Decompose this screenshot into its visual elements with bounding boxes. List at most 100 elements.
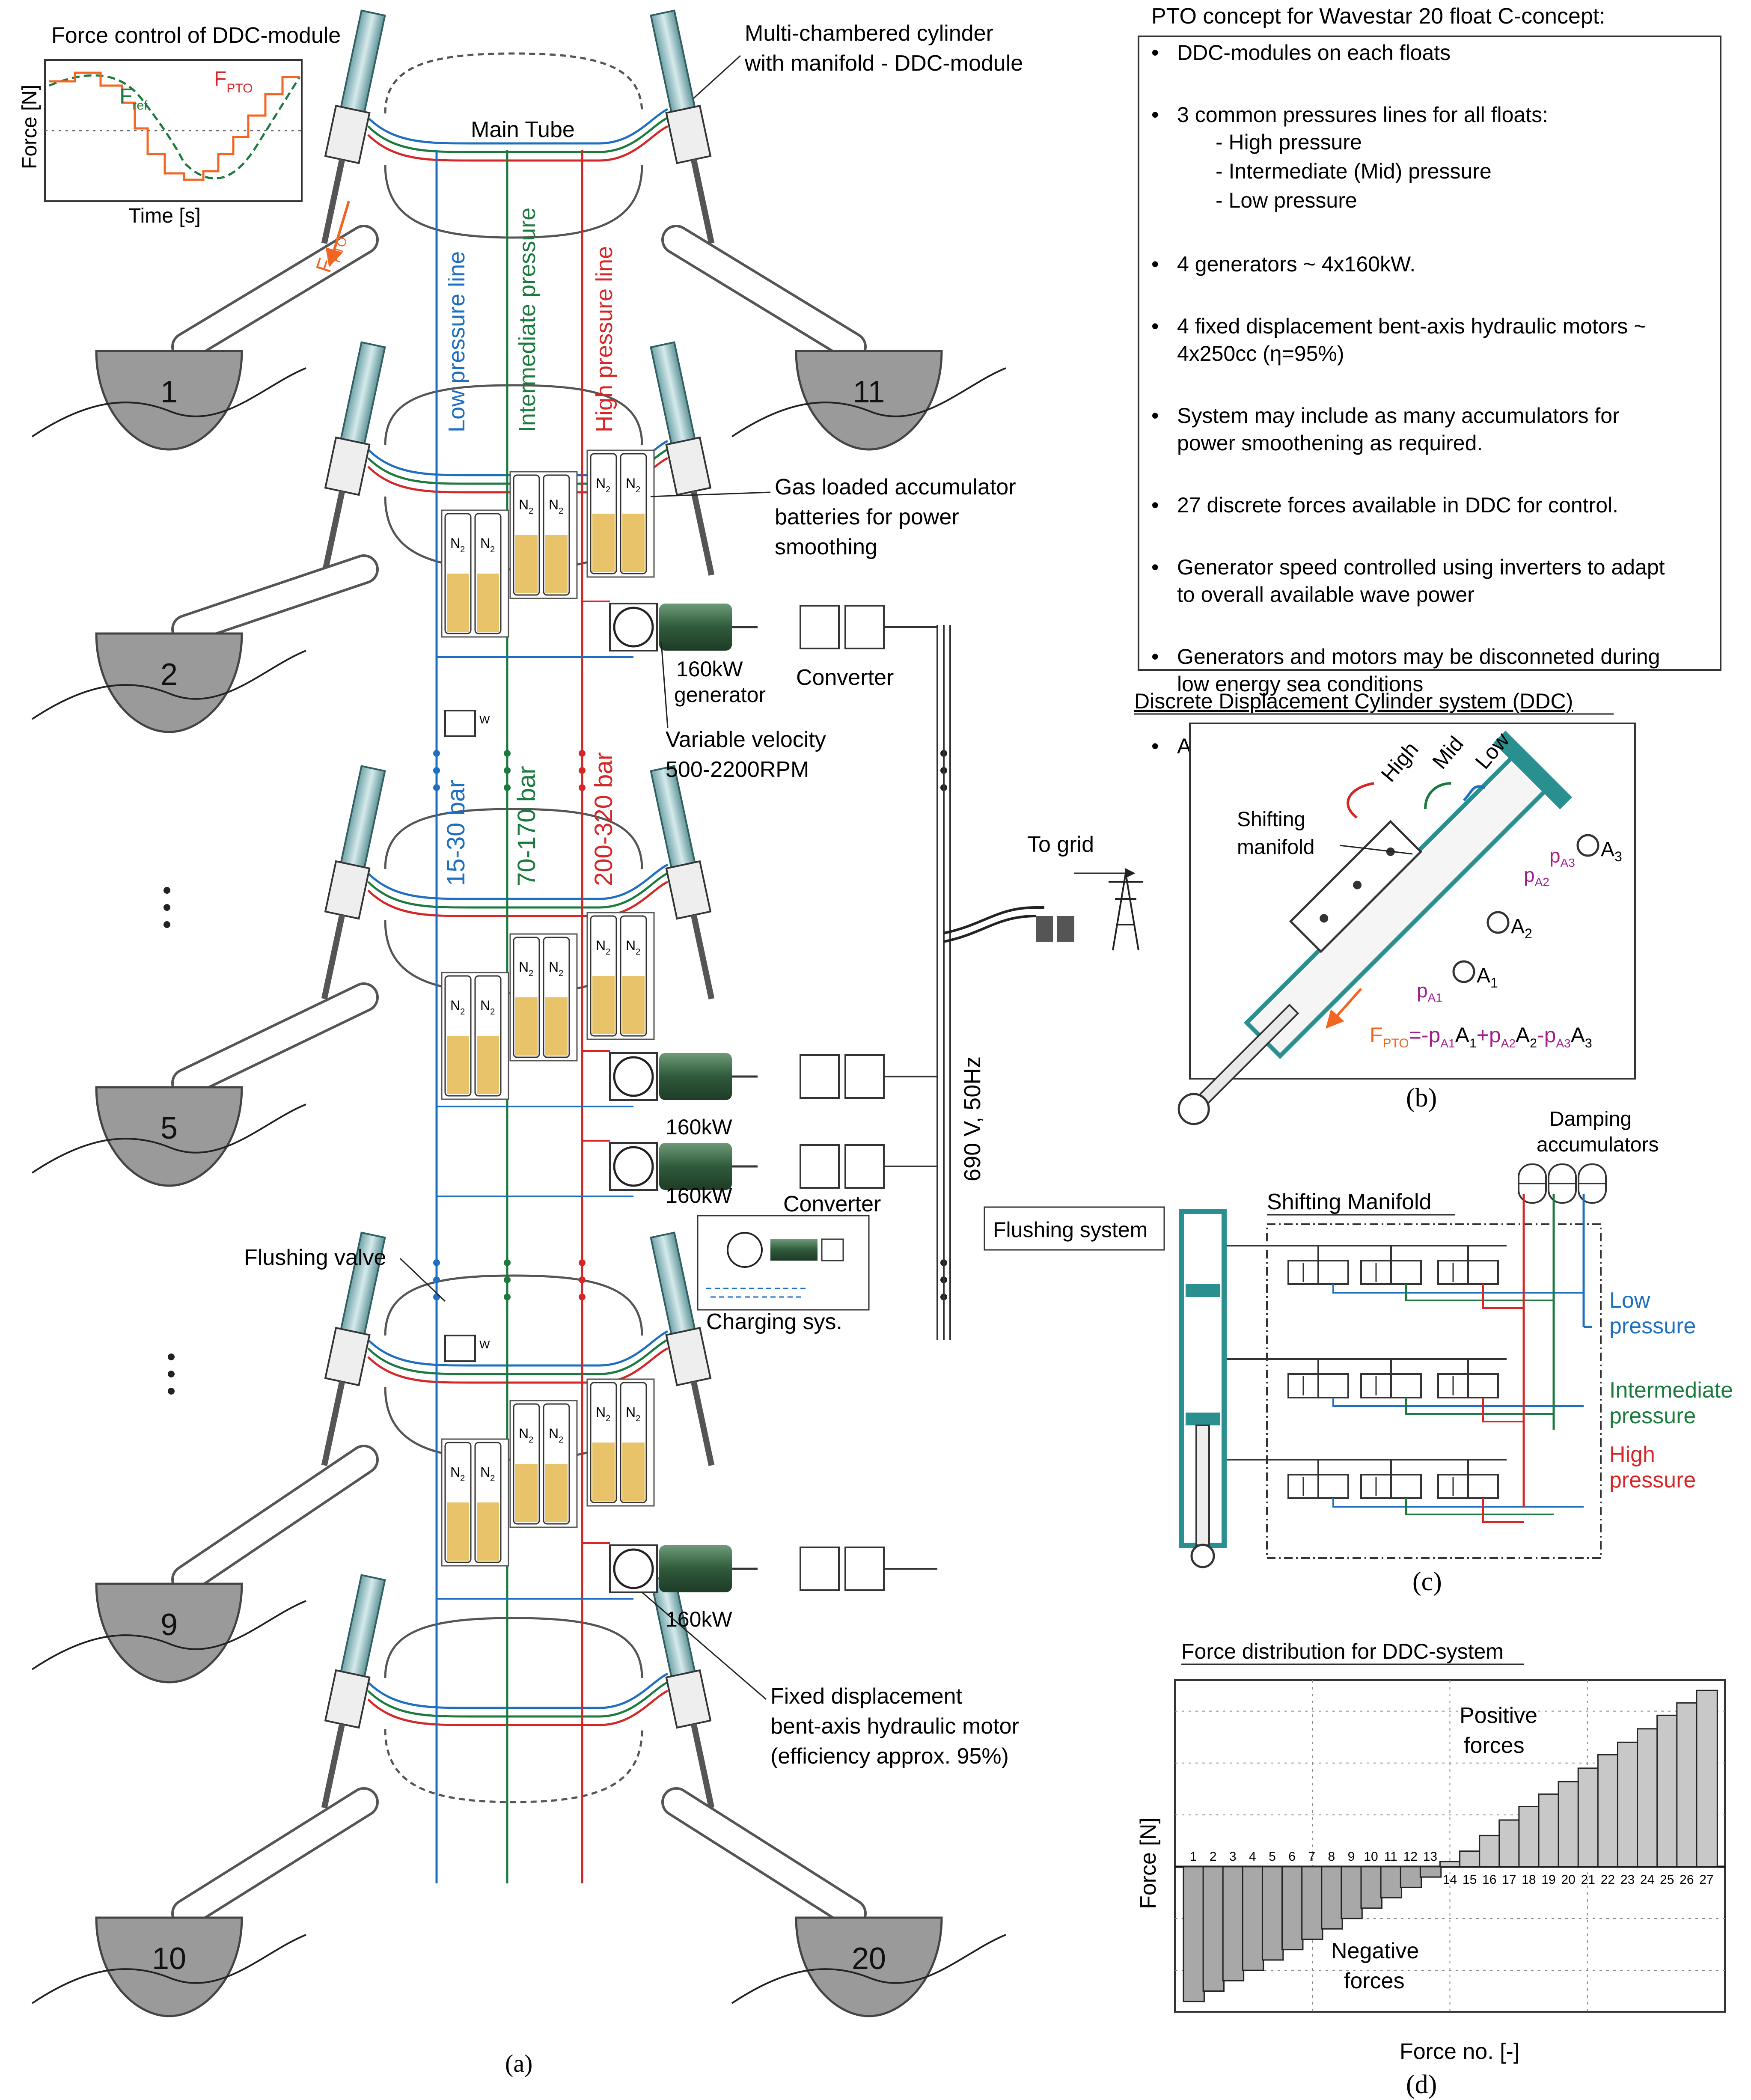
a2-marker [1486,911,1510,934]
main-tube-arc-top [384,52,643,114]
cylinder-ddc-module [321,1231,386,1466]
valve-section-2 [1390,1474,1422,1499]
accumulator-gas-label: N2 [626,1404,640,1423]
float-number: 1 [161,375,178,409]
float-arm [174,1447,376,1592]
chart-bar [1439,1861,1462,1868]
float-arm [174,557,376,642]
shifting-manifold-label-1: Shifting [1237,808,1305,831]
cylinder-rod [690,159,715,244]
chart-bar [1400,1866,1422,1888]
ellipsis-dot [168,1388,175,1395]
main-tube-arc-bottom [384,1729,643,1803]
pto-item-line: to overall available wave power [1177,583,1475,607]
converter-box-2 [844,1144,885,1189]
damping-accumulators [1518,1163,1607,1204]
accumulator-oil [515,997,538,1056]
accumulator-gas-label: N2 [596,476,610,494]
flushing-valve-icon [444,1335,476,1362]
module-low-line [367,1672,669,1709]
chart-bar [1242,1866,1264,1971]
pa1-label: pA1 [1417,979,1442,1004]
valve-section-2 [1467,1260,1499,1285]
cylinder-manifold [665,860,712,920]
hydraulic-motor-icon [613,1146,654,1187]
accumulator-oil [545,1464,568,1522]
charging-system-box [697,1215,870,1311]
sea-wave [731,367,1006,437]
chart-bar [1498,1819,1521,1868]
chart-tick-label: 23 [1620,1873,1635,1887]
cylinder-ddc-module [650,1574,715,1808]
accumulator-gas-label: N2 [519,497,533,516]
accumulator-bank: N2 N2 [509,471,578,599]
pto-bullet: • [1151,314,1159,338]
pto-item-line: 4 generators ~ 4x160kW. [1177,252,1415,276]
flushing-valve-w: W [479,1338,490,1351]
cylinder-manifold [324,104,371,164]
module-high-line [367,880,669,917]
chart-tick-label: 7 [1308,1850,1315,1864]
float-body [795,1916,943,2017]
cylinder-manifold [665,1669,712,1729]
mid-pressure-range: 70-170 bar [513,766,541,886]
pa2-label: pA2 [1524,864,1549,889]
sea-wave [31,367,306,437]
pto-bullet: • [1151,493,1159,517]
accumulator-gas-label: N2 [480,535,495,554]
accumulator-oil [477,1502,499,1561]
ddc-cylinder [1177,730,1573,1125]
pto-item-line: System may include as many accumulators … [1177,404,1620,428]
generator-icon [659,1143,732,1190]
accumulator-gas-label: N2 [596,938,610,957]
accumulator-gas-label: N2 [549,497,563,516]
panel-c-shifting-manifold: Damping accumulators Shifting Manifold L… [1179,1108,1733,1596]
flushing-valve-w: W [479,713,490,726]
fpto-arrow [325,201,350,268]
chart-bar [1518,1806,1540,1868]
low-pressure-range: 15-30 bar [442,780,470,886]
velocity-callout-2: 500-2200RPM [666,757,809,782]
force-control-ylabel: Force [N] [18,85,41,169]
damping-label-1: Damping [1549,1108,1632,1130]
low-pressure-line-label: Low pressure line [444,251,470,432]
module-mid-line [367,1681,669,1718]
accumulator-oil [477,1036,499,1094]
accumulator-callout-1: Gas loaded accumulator [775,475,1016,500]
cylinder-rod [321,1723,345,1808]
ddc-port-2 [1353,880,1362,889]
pa3-label: pA3 [1549,845,1575,869]
generator-icon [659,1053,732,1100]
chart-tick-label: 26 [1680,1873,1694,1887]
manifold-cylinder-piston-1 [1186,1284,1220,1297]
chart-bar [1577,1767,1600,1868]
cylinder-ddc-module [321,9,386,244]
manifold-cylinder-eye [1190,1544,1215,1568]
manifold-mid-label-1: Intermediate [1609,1378,1733,1403]
ddc-mid-hose [1424,782,1451,809]
generator-label-top: 160kW [676,657,743,681]
manifold-dashed-box [1266,1223,1602,1559]
chart-bar [1202,1866,1225,1992]
sea-wave [31,1600,306,1670]
accumulator-oil [447,1502,469,1561]
float-arm [174,1790,376,1926]
converter-box-1 [800,605,840,649]
pto-sub-item: - Low pressure [1216,188,1357,212]
module-high-line [367,1690,669,1726]
accumulator-gas-label: N2 [549,1426,563,1445]
manifold-cylinder-rod [1195,1425,1210,1546]
main-tube-arc-bottom [384,164,643,239]
ddc-port-1 [1320,914,1329,923]
chart-ylabel: Force [N] [1136,1817,1161,1909]
chart-bar [1696,1690,1718,1868]
voltage-label: 690 V, 50Hz [960,1056,985,1181]
chart-bar [1656,1714,1679,1868]
valve-outlet-line [1482,1498,1524,1523]
accumulator-callout-3: smoothing [775,535,877,559]
pto-bullet: • [1151,103,1159,127]
electrical-bus [936,625,1143,1340]
